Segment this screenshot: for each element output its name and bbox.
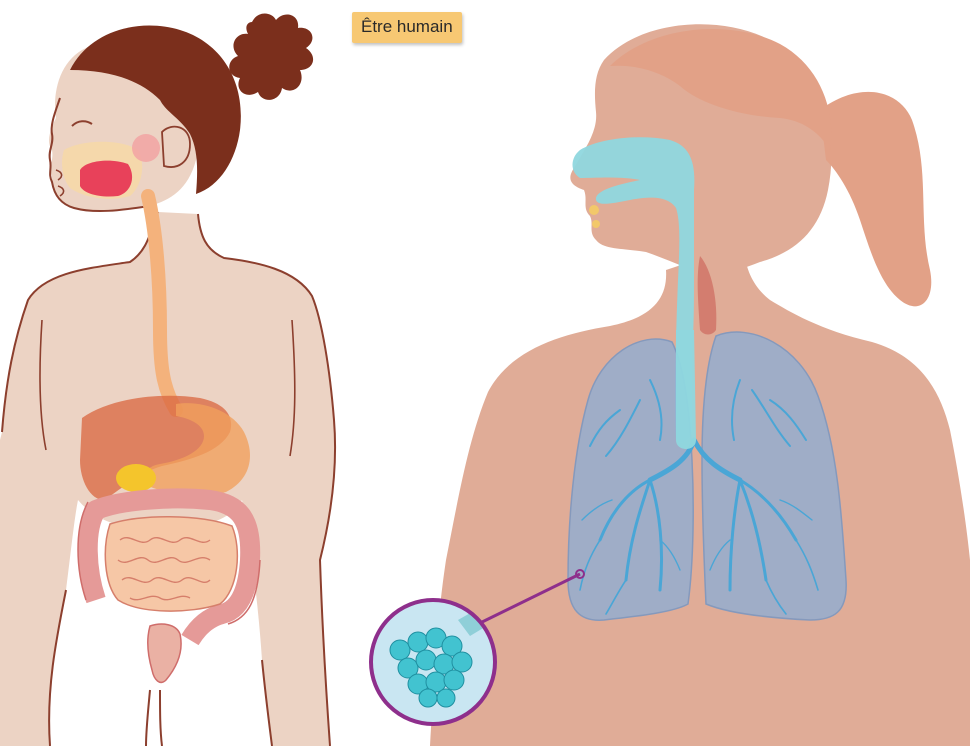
salivary-gland xyxy=(132,134,160,162)
left-hair-bun xyxy=(229,14,313,100)
trachea xyxy=(676,330,696,449)
tonsil xyxy=(589,205,599,215)
small-intestine xyxy=(105,517,237,611)
tonsil-2 xyxy=(592,220,600,228)
digestive-system-figure xyxy=(0,14,335,746)
right-ponytail xyxy=(820,92,931,306)
tongue xyxy=(80,161,132,197)
gallbladder xyxy=(116,464,156,492)
left-ear xyxy=(162,127,190,167)
left-legs-line xyxy=(146,690,162,746)
respiratory-system-figure xyxy=(371,24,970,746)
rectum xyxy=(148,624,181,682)
